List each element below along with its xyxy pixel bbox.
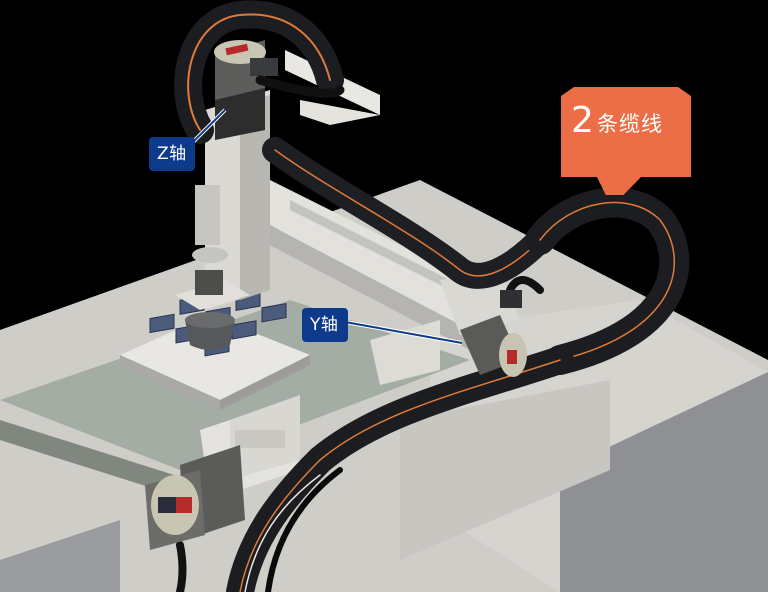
x-motor [145,445,245,550]
z-axis-label: Z轴 [149,137,195,171]
z-axis-column [175,50,380,350]
y-axis-label: Y轴 [302,308,348,342]
cable-chains [174,0,690,592]
cable-count-badge: 2 条缆线 [561,87,691,177]
cable-count-number: 2 [571,100,594,141]
callout-leaders [188,108,463,345]
x-axis-carriage [200,395,300,500]
y-motor [460,290,527,377]
y-axis-beam [260,175,520,385]
cable-count-text: 条缆线 [597,112,663,136]
z-motor [214,40,278,140]
